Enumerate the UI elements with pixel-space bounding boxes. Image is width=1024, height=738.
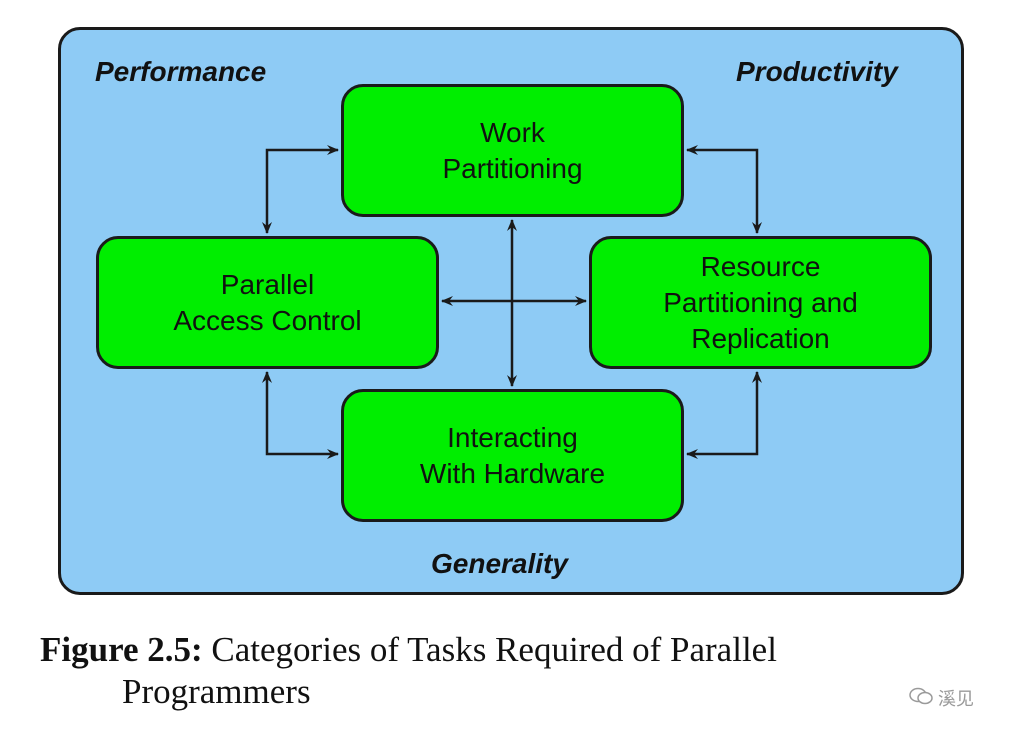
caption-text-line1: Categories of Tasks Required of Parallel — [211, 630, 777, 669]
generality-label: Generality — [431, 548, 568, 579]
figure-caption: Figure 2.5: Categories of Tasks Required… — [40, 629, 990, 671]
watermark: 溪见 — [908, 683, 990, 713]
arrow-parallel-hardware — [262, 371, 339, 459]
watermark-text: 溪见 — [938, 689, 974, 710]
arrow-work-resource — [686, 145, 762, 234]
arrow-work-parallel — [262, 145, 339, 234]
wechat-icon — [908, 686, 934, 711]
caption-text-line2: Programmers — [122, 672, 311, 711]
interacting-with-hardware-box: Interacting With Hardware — [341, 389, 684, 522]
productivity-label: Productivity — [736, 56, 898, 87]
resource-partitioning-box: Resource Partitioning and Replication — [589, 236, 932, 369]
performance-label: Performance — [95, 56, 267, 87]
arrow-resource-hardware — [686, 371, 762, 459]
caption-figure-number: Figure 2.5: — [40, 630, 203, 669]
work-partitioning-box: Work Partitioning — [341, 84, 684, 217]
parallel-access-control-box: Parallel Access Control — [96, 236, 439, 369]
